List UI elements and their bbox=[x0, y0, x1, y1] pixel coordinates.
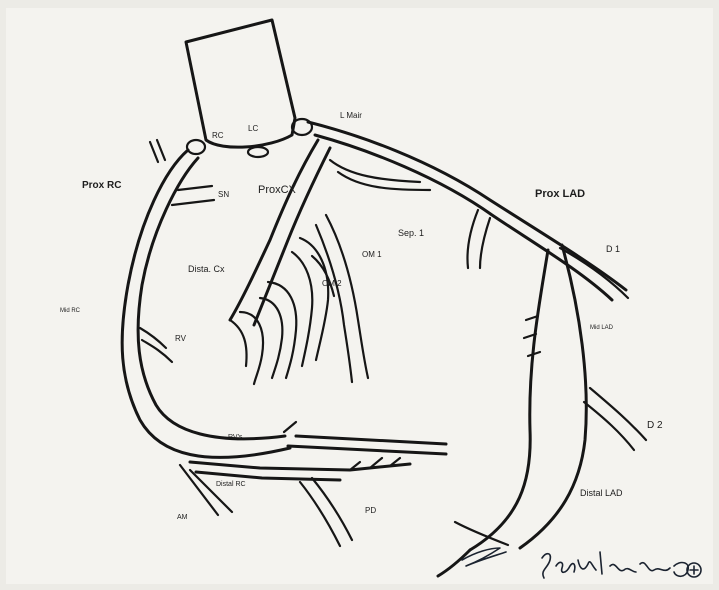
label-prox-cx: ProxCX bbox=[258, 184, 297, 196]
label-d2: D 2 bbox=[647, 420, 663, 431]
label-prox-lad: Prox LAD bbox=[535, 188, 585, 200]
label-rvs: RV's bbox=[228, 434, 243, 441]
label-lc: LC bbox=[248, 124, 258, 133]
label-sep1: Sep. 1 bbox=[398, 228, 424, 238]
label-om1: OM 1 bbox=[362, 250, 382, 259]
label-pd: PD bbox=[365, 506, 376, 515]
label-left-main: L Mair bbox=[340, 111, 362, 120]
label-mid-lad: Mid LAD bbox=[590, 325, 614, 331]
label-rv: RV bbox=[175, 334, 187, 343]
label-om2: OM 2 bbox=[322, 279, 342, 288]
label-sn: SN bbox=[218, 190, 229, 199]
label-distal-lad: Distal LAD bbox=[580, 488, 623, 498]
label-am: AM bbox=[177, 514, 188, 521]
label-prox-rc: Prox RC bbox=[82, 180, 121, 191]
label-distal-rc: Distal RC bbox=[216, 481, 246, 488]
label-dista-cx: Dista. Cx bbox=[188, 264, 225, 274]
label-d1: D 1 bbox=[606, 244, 620, 254]
label-rc: RC bbox=[212, 131, 224, 140]
label-mid-rc: Mid RC bbox=[60, 308, 81, 314]
